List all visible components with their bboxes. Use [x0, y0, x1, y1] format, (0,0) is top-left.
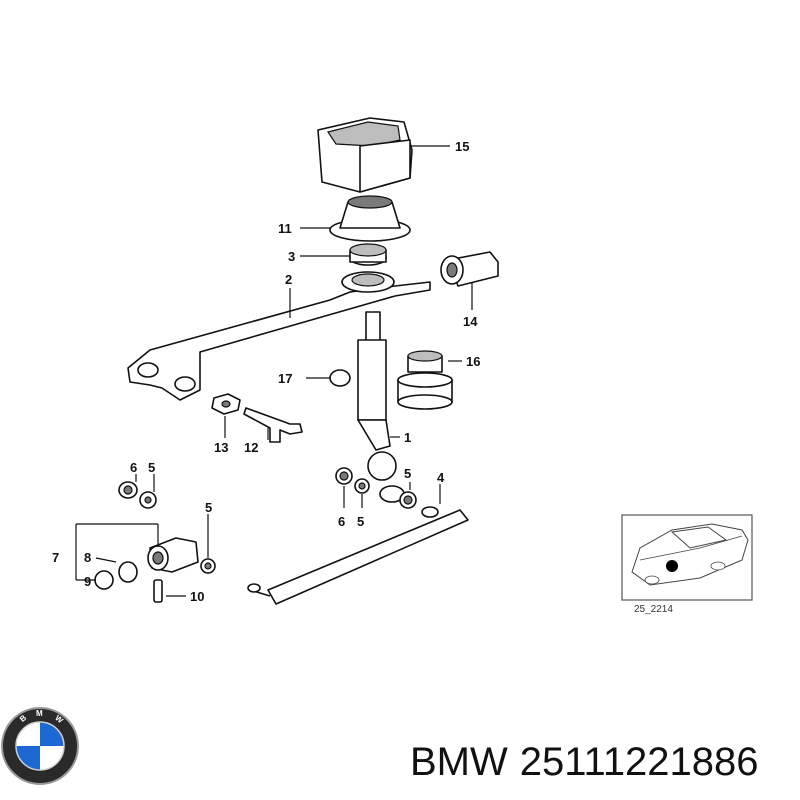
callout-17: 17	[278, 371, 292, 386]
callout-14: 14	[463, 314, 478, 329]
part-4-selector-rod: 4	[247, 470, 469, 605]
part-6-5-left-rings: 6 5	[118, 460, 157, 509]
callout-7: 7	[52, 550, 59, 565]
brand-name: BMW	[410, 740, 508, 784]
callout-6a: 6	[130, 460, 137, 475]
inset-code: 25_2214	[634, 604, 673, 615]
part-14-bushing: 14	[440, 251, 499, 329]
svg-text:B: B	[18, 713, 28, 724]
callout-9: 9	[84, 574, 91, 589]
svg-text:W: W	[53, 713, 65, 725]
callout-5c-upper: 5	[404, 466, 411, 481]
callout-5b: 5	[357, 514, 364, 529]
callout-4: 4	[437, 470, 445, 485]
part-1-gear-lever: 1	[357, 311, 411, 503]
callout-13: 13	[214, 440, 228, 455]
part-17-disc: 17	[278, 369, 351, 387]
part-2-shift-arm: 2	[127, 271, 431, 401]
inset-car-location: 25_2214	[621, 514, 753, 615]
callout-16: 16	[466, 354, 480, 369]
callout-5c: 5	[205, 500, 212, 515]
bmw-logo-icon: B M W	[1, 707, 79, 785]
callout-10: 10	[190, 589, 204, 604]
callout-8: 8	[84, 550, 91, 565]
part-3-ring: 3	[288, 243, 387, 266]
svg-text:M: M	[36, 709, 43, 718]
callout-3: 3	[288, 249, 295, 264]
part-13-clip: 13	[211, 393, 241, 455]
callout-1: 1	[404, 430, 411, 445]
callout-6b: 6	[338, 514, 345, 529]
location-marker-icon	[666, 560, 678, 572]
callout-15: 15	[455, 139, 469, 154]
part-12-bracket: 12	[243, 407, 303, 455]
callout-2: 2	[285, 272, 292, 287]
part-6-5-right-rings: 6 5 5	[335, 466, 417, 529]
part-number: 25111221886	[519, 740, 759, 784]
callout-5a: 5	[148, 460, 155, 475]
callout-11: 11	[278, 221, 292, 236]
part-11-rubber-boot: 11	[278, 195, 411, 242]
part-joint-assembly: 5 7 8 9 10	[52, 500, 216, 604]
part-15-shift-boot: 15	[317, 117, 469, 193]
callout-12: 12	[244, 440, 258, 455]
part-16-bearing: 16	[397, 350, 480, 410]
